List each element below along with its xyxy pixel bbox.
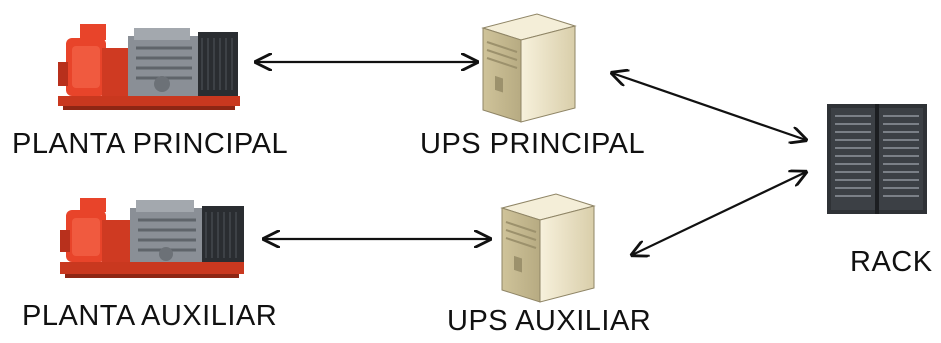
label-planta-auxiliar: PLANTA AUXILIAR [22, 300, 278, 332]
label-planta-principal: PLANTA PRINCIPAL [12, 128, 289, 160]
generator-icon [60, 198, 244, 278]
server-tower-icon [500, 193, 596, 303]
server-rack-icon [827, 104, 927, 214]
generator-icon [58, 24, 240, 110]
label-ups-principal: UPS PRINCIPAL [420, 128, 646, 160]
label-ups-auxiliar: UPS AUXILIAR [447, 305, 652, 337]
server-tower-icon [481, 13, 577, 123]
arrow-ups-auxiliar-rack [632, 172, 806, 255]
label-rack: RACK [850, 246, 933, 278]
arrow-ups-principal-rack [612, 73, 806, 140]
